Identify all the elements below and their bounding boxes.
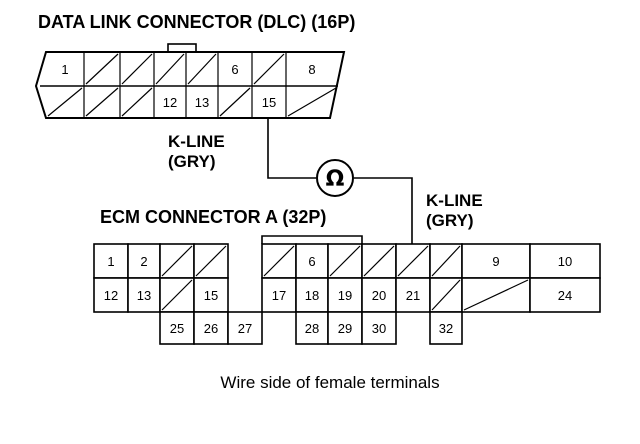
kline-wire: Ω (267, 118, 413, 278)
dlc-pin-13: 13 (195, 95, 209, 110)
ecm-unused-terminal (161, 279, 193, 311)
ecm-cell (295, 243, 329, 279)
dlc-unused-terminal (219, 87, 251, 117)
dlc-unused-terminal (155, 53, 185, 85)
ecm-pin-15: 15 (204, 288, 218, 303)
ecm-key-bracket (261, 235, 363, 244)
ecm-pin-9: 9 (492, 254, 499, 269)
ecm-cell (193, 311, 229, 345)
dlc-grid: 1 6 8 12 13 15 (47, 52, 337, 118)
kline-left-color: (GRY) (168, 152, 216, 171)
dlc-unused-terminal (47, 87, 83, 117)
ecm-unused-terminal (195, 245, 227, 277)
ecm-cell (529, 277, 601, 313)
ecm-unused-terminal (397, 245, 429, 277)
ecm-pin-17: 17 (272, 288, 286, 303)
ecm-cell (193, 277, 229, 313)
ecm-pin-2: 2 (140, 254, 147, 269)
dlc-unused-terminal (121, 87, 153, 117)
dlc-pin-6: 6 (231, 62, 238, 77)
dlc-pin-8: 8 (308, 62, 315, 77)
ecm-cell (127, 243, 161, 279)
ecm-unused-terminal (161, 245, 193, 277)
dlc-connector: 1 6 8 12 13 15 (34, 43, 346, 119)
dlc-title: DATA LINK CONNECTOR (DLC) (16P) (38, 12, 355, 32)
ecm-cell (361, 311, 397, 345)
ecm-pin-1: 1 (107, 254, 114, 269)
ecm-unused-terminal (329, 245, 361, 277)
ecm-pin-32: 32 (439, 321, 453, 336)
wire-segment-left (267, 118, 316, 179)
ecm-unused-terminal (431, 245, 461, 277)
ecm-pin-20: 20 (372, 288, 386, 303)
ecm-pin-19: 19 (338, 288, 352, 303)
ecm-pin-27: 27 (238, 321, 252, 336)
ecm-pin-21: 21 (406, 288, 420, 303)
ecm-pin-10: 10 (558, 254, 572, 269)
ecm-cell (429, 311, 463, 345)
ecm-pin-26: 26 (204, 321, 218, 336)
dlc-unused-terminal (85, 87, 119, 117)
ecm-unused-terminal (431, 279, 461, 311)
dlc-pin-1: 1 (61, 62, 68, 77)
ecm-cell (159, 311, 195, 345)
ecm-title: ECM CONNECTOR A (32P) (100, 207, 326, 227)
dlc-unused-terminal (85, 53, 119, 85)
kline-right-label: K-LINE (426, 191, 483, 210)
dlc-key-tab (167, 43, 197, 53)
dlc-pin-12: 12 (163, 95, 177, 110)
ecm-cell (395, 277, 431, 313)
ecm-pin-28: 28 (305, 321, 319, 336)
ecm-pin-13: 13 (137, 288, 151, 303)
ecm-pin-24: 24 (558, 288, 572, 303)
ecm-unused-terminal (263, 245, 295, 277)
ecm-cell (327, 311, 363, 345)
ecm-pin-25: 25 (170, 321, 184, 336)
ecm-pin-29: 29 (338, 321, 352, 336)
ecm-cell (227, 311, 263, 345)
dlc-unused-terminal (253, 53, 285, 85)
ohm-symbol: Ω (326, 167, 345, 192)
dlc-unused-terminal (187, 53, 217, 85)
caption: Wire side of female terminals (220, 373, 439, 392)
kline-right-color: (GRY) (426, 211, 474, 230)
dlc-unused-terminal (287, 87, 337, 117)
dlc-unused-terminal (121, 53, 153, 85)
ecm-cell (529, 243, 601, 279)
ecm-pin-30: 30 (372, 321, 386, 336)
ecm-unused-terminal (363, 245, 395, 277)
ecm-cell (327, 277, 363, 313)
ecm-pin-18: 18 (305, 288, 319, 303)
dlc-outline (34, 51, 346, 119)
ohmmeter-icon (316, 159, 354, 197)
dlc-pin-15: 15 (262, 95, 276, 110)
ecm-unused-terminal (463, 279, 529, 311)
ecm-pin-6: 6 (308, 254, 315, 269)
kline-left-label: K-LINE (168, 132, 225, 151)
ecm-pin-12: 12 (104, 288, 118, 303)
